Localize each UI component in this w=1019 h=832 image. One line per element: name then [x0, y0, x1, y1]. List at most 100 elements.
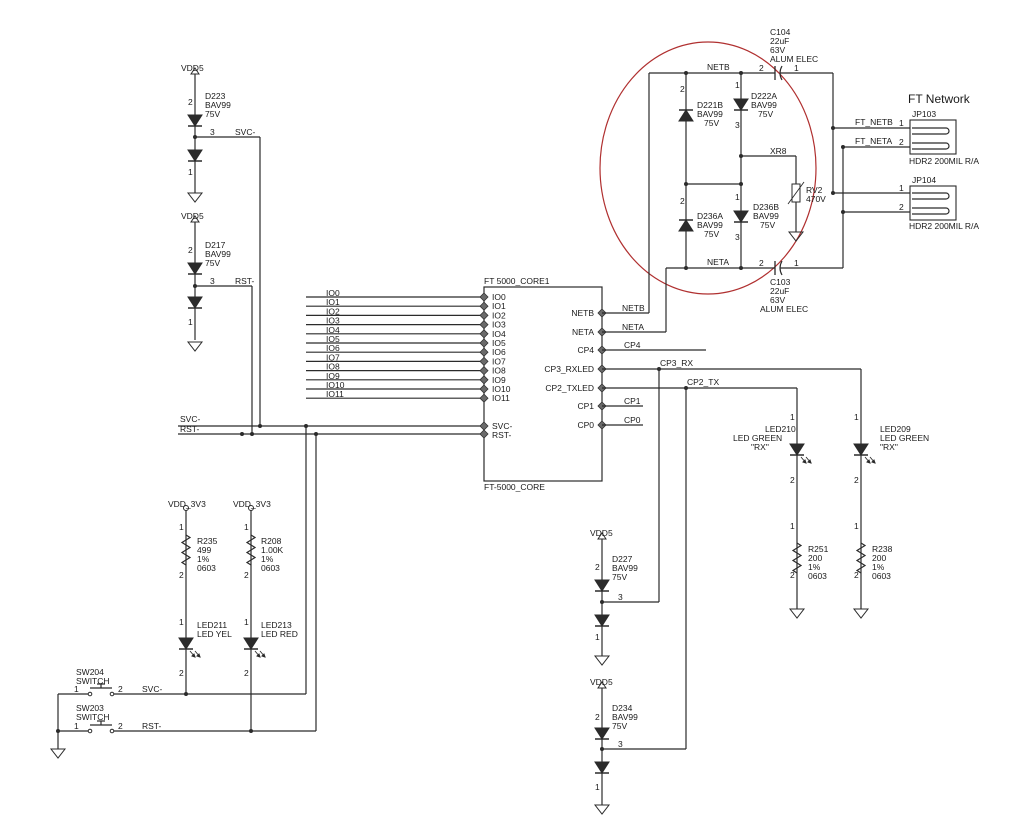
svg-text:2: 2 — [790, 570, 795, 580]
svg-text:2: 2 — [790, 475, 795, 485]
svg-text:0603: 0603 — [197, 563, 216, 573]
svg-text:3: 3 — [210, 276, 215, 286]
core-pin-rst: RST- — [492, 430, 512, 440]
svg-text:2: 2 — [680, 84, 685, 94]
svg-text:1: 1 — [74, 721, 79, 731]
svg-text:SWITCH: SWITCH — [76, 676, 110, 686]
svg-text:1.00K: 1.00K — [261, 545, 284, 555]
core-pin-left: IO3 — [492, 320, 506, 330]
svg-text:1: 1 — [179, 617, 184, 627]
io-net-label: IO1 — [326, 297, 340, 307]
svg-text:3: 3 — [618, 739, 623, 749]
svg-text:D227: D227 — [612, 554, 633, 564]
svg-text:63V: 63V — [770, 295, 785, 305]
svg-text:75V: 75V — [612, 721, 627, 731]
net-label-ft-neta: FT_NETA — [855, 136, 892, 146]
svg-text:VDD5: VDD5 — [590, 677, 613, 687]
svg-text:R251: R251 — [808, 544, 829, 554]
led210-chain: LED210 LED GREEN "RX" R251 200 1% 0603 1… — [733, 388, 829, 619]
svg-text:SWITCH: SWITCH — [76, 712, 110, 722]
svg-text:75V: 75V — [760, 220, 775, 230]
diode-d227: VDD5 D227 BAV99 75V 2 1 3 — [590, 528, 659, 666]
svg-text:R208: R208 — [261, 536, 282, 546]
svg-text:VDD5: VDD5 — [590, 528, 613, 538]
svg-text:1%: 1% — [872, 562, 885, 572]
svg-text:CP2_TX: CP2_TX — [687, 377, 719, 387]
svg-text:LED211: LED211 — [197, 620, 227, 630]
core-pin-left: IO5 — [492, 338, 506, 348]
svg-text:1: 1 — [735, 192, 740, 202]
svg-text:BAV99: BAV99 — [612, 563, 638, 573]
svg-text:2: 2 — [244, 668, 249, 678]
svg-text:D234: D234 — [612, 703, 633, 713]
svg-text:SW203: SW203 — [76, 703, 104, 713]
svg-text:2: 2 — [899, 202, 904, 212]
svg-text:ALUM ELEC: ALUM ELEC — [770, 54, 818, 64]
net-label-rst-top: RST- — [235, 276, 255, 286]
diode-d217: VDD5 D217 BAV99 75V 2 1 3 RST- — [181, 211, 255, 352]
svg-text:75V: 75V — [758, 109, 773, 119]
core-pin-marker — [479, 310, 489, 320]
net-label-netb-top: NETB — [707, 62, 730, 72]
svg-text:0603: 0603 — [808, 571, 827, 581]
svg-text:2: 2 — [595, 712, 600, 722]
svg-text:SW204: SW204 — [76, 667, 104, 677]
core-pin-right: CP2_TXLED — [545, 383, 594, 393]
svg-text:2: 2 — [179, 668, 184, 678]
svg-text:BAV99: BAV99 — [753, 211, 779, 221]
svg-text:2: 2 — [188, 97, 193, 107]
svg-text:1: 1 — [899, 118, 904, 128]
svg-text:0603: 0603 — [261, 563, 280, 573]
svg-text:1: 1 — [244, 617, 249, 627]
svg-text:1: 1 — [899, 183, 904, 193]
svg-text:1: 1 — [790, 412, 795, 422]
svg-text:CP1: CP1 — [624, 396, 641, 406]
core-pin-left: IO1 — [492, 301, 506, 311]
network-title: FT Network — [908, 92, 971, 106]
svg-text:200: 200 — [808, 553, 822, 563]
svg-text:499: 499 — [197, 545, 211, 555]
svg-text:CP3_RX: CP3_RX — [660, 358, 693, 368]
io-net-label: IO10 — [326, 380, 345, 390]
io-net-label: IO7 — [326, 352, 340, 362]
svg-text:1: 1 — [179, 522, 184, 532]
svg-text:BAV99: BAV99 — [612, 712, 638, 722]
svg-text:1: 1 — [595, 782, 600, 792]
svg-text:1: 1 — [74, 684, 79, 694]
svg-text:1: 1 — [790, 521, 795, 531]
core-pin-right: CP3_RXLED — [544, 364, 594, 374]
svg-text:22uF: 22uF — [770, 286, 789, 296]
core-pin-left: IO11 — [492, 393, 510, 403]
protection-network: NETB NETA NETB NETA D221B BAV99 75V D236… — [602, 27, 930, 333]
svg-text:C104: C104 — [770, 27, 791, 37]
svg-text:C103: C103 — [770, 277, 791, 287]
cp-nets: CP4 CP3_RX CP2_TX CP1 CP0 — [602, 340, 861, 749]
svg-text:22uF: 22uF — [770, 36, 789, 46]
core-pin-marker — [479, 393, 489, 403]
svg-text:2: 2 — [854, 475, 859, 485]
d223-ref: D223 — [205, 91, 226, 101]
svg-text:JP103: JP103 — [912, 109, 936, 119]
diode-d234: VDD5 D234 BAV99 75V 2 1 3 — [590, 677, 686, 815]
svg-text:2: 2 — [188, 245, 193, 255]
led209-chain: LED209 LED GREEN "RX" R238 200 1% 0603 1… — [853, 369, 929, 619]
core-pin-svc: SVC- — [492, 421, 512, 431]
core-pin-left: IO0 — [492, 292, 506, 302]
svg-text:BAV99: BAV99 — [205, 249, 231, 259]
svg-text:HDR2 200MIL R/A: HDR2 200MIL R/A — [909, 156, 979, 166]
rv2-value: 470V — [806, 194, 826, 204]
svg-text:VDD_3V3: VDD_3V3 — [168, 499, 206, 509]
core-pin-marker — [479, 338, 489, 348]
net-label-svc-bus: SVC- — [180, 414, 200, 424]
net-label-vdd5: VDD5 — [181, 63, 204, 73]
svg-text:LED GREEN: LED GREEN — [733, 433, 782, 443]
svg-text:LED GREEN: LED GREEN — [880, 433, 929, 443]
svg-text:75V: 75V — [612, 572, 627, 582]
io-net-label: IO6 — [326, 343, 340, 353]
svg-text:VDD5: VDD5 — [181, 211, 204, 221]
svg-text:"RX": "RX" — [751, 442, 769, 452]
net-label-svc-top: SVC- — [235, 127, 255, 137]
net-label-ft-netb: FT_NETB — [855, 117, 893, 127]
svg-text:2: 2 — [680, 196, 685, 206]
svg-text:0603: 0603 — [872, 571, 891, 581]
